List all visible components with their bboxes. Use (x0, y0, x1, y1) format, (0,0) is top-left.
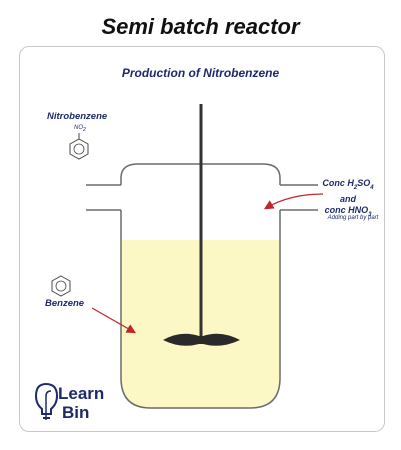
nitrobenzene-structure-icon (69, 133, 89, 160)
diagram-subtitle: Production of Nitrobenzene (121, 66, 280, 80)
adding-note: Adding part by part (327, 215, 379, 221)
acid-line-1: Conc H2SO4 (322, 178, 374, 191)
acid-feed-label: Conc H2SO4 and conc HNO3 (312, 178, 384, 221)
benzene-label: Benzene (45, 298, 85, 309)
reactor-vessel (120, 210, 281, 409)
no2-label: NO2 (74, 125, 86, 134)
page-title: Semi batch reactor (101, 14, 300, 39)
impeller-hub (197, 336, 205, 344)
logo-text-bin: Bin (62, 403, 90, 422)
acid-arrow (263, 193, 324, 210)
benzene-arrow (91, 307, 137, 334)
diagram-frame (19, 46, 385, 432)
nitrobenzene-label: Nitrobenzene (47, 111, 108, 122)
logo-text-learn: Learn (58, 384, 105, 403)
acid-line-3: conc HNO3 (324, 204, 372, 218)
benzene-structure-icon (51, 275, 71, 297)
learnbin-logo-icon (34, 382, 59, 420)
acid-line-2: and (339, 193, 356, 204)
